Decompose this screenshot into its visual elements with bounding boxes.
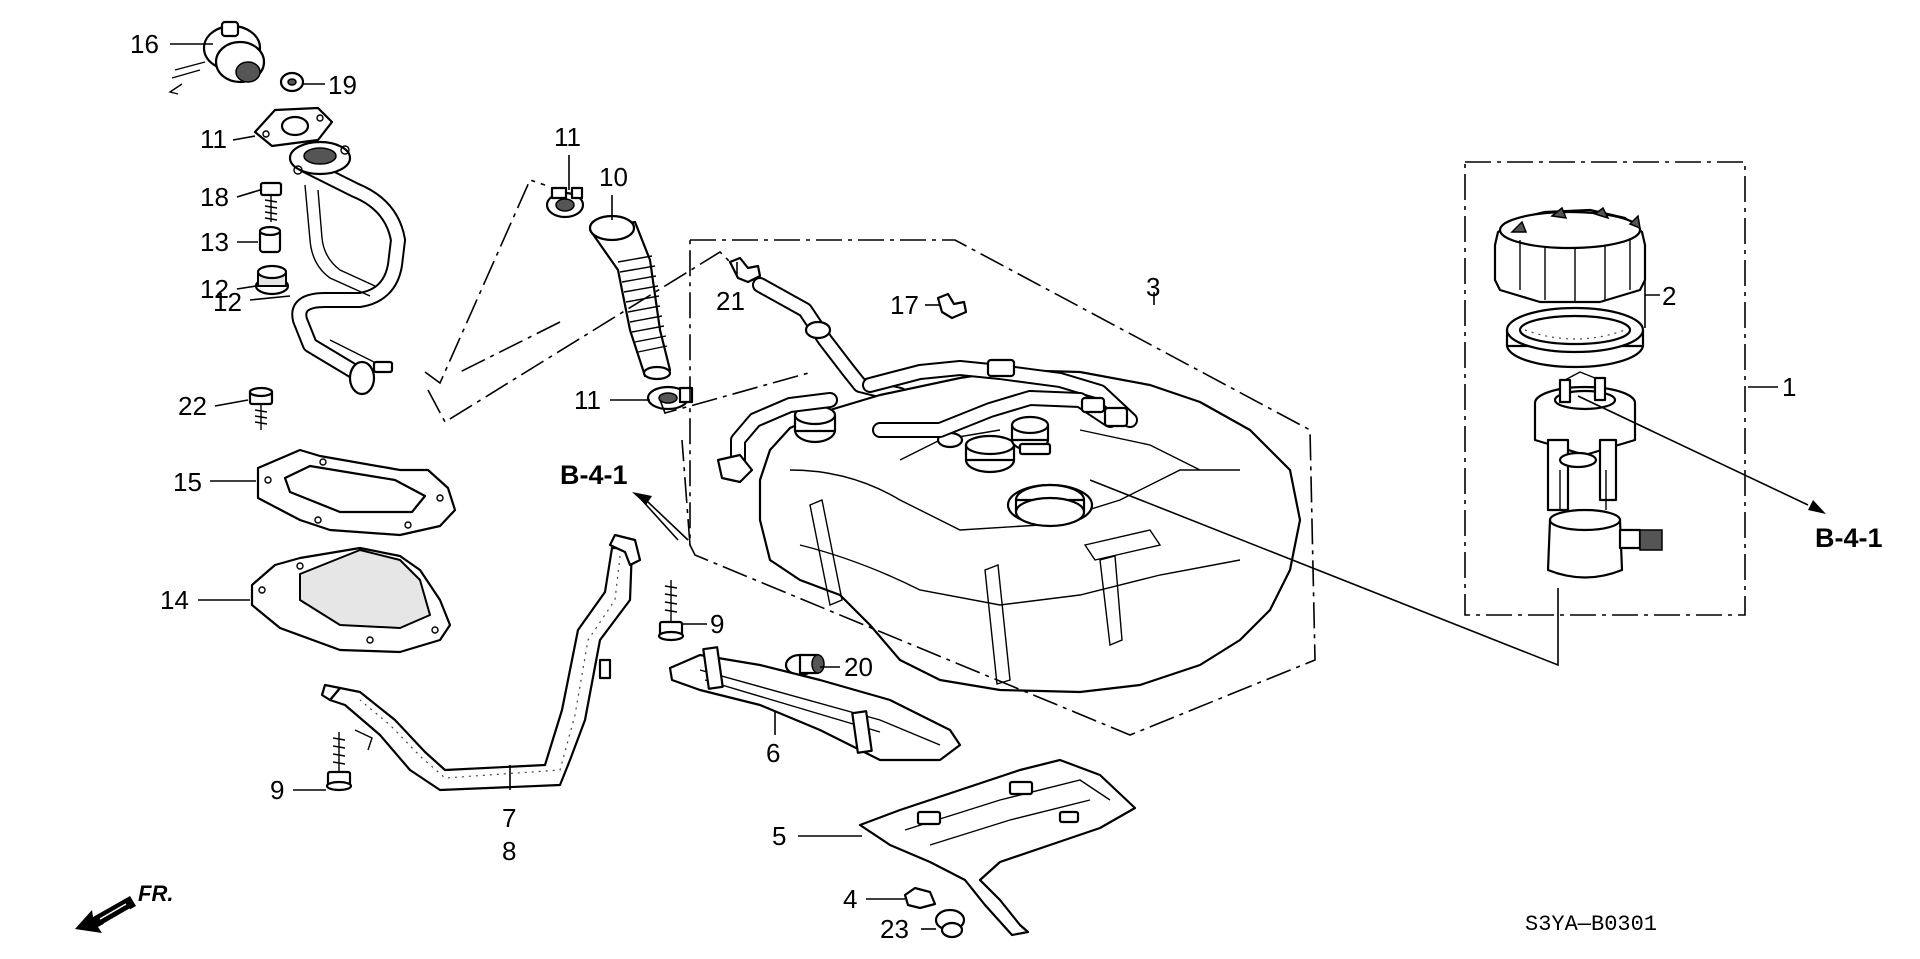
callout-17: 15 — [173, 467, 202, 497]
drawing-code: S3YA—B0301 — [1525, 912, 1657, 937]
part-22-drain-plug — [784, 653, 825, 677]
part-25-nut — [934, 908, 966, 939]
callout-24: 22 — [178, 391, 207, 421]
ref-arrow-left — [632, 492, 689, 541]
tank-assembly-frame — [681, 239, 1316, 736]
part-14-grommet — [254, 264, 290, 296]
ref-arrow-right — [1808, 500, 1826, 514]
callout-18: 16 — [130, 29, 159, 59]
part-16-cover — [250, 546, 452, 654]
callout-8: 8 — [502, 836, 516, 866]
part-2-lock-ring — [1493, 206, 1647, 304]
part-13-gasket — [253, 106, 334, 148]
callout-5: 5 — [772, 821, 786, 851]
part-1-fuel-pump — [1533, 371, 1663, 579]
callout-25: 23 — [880, 914, 909, 944]
callout-10: 10 — [599, 162, 628, 192]
callout-14: 12 — [200, 274, 229, 304]
part-20-bolt — [259, 181, 283, 222]
callout-12: 12 — [213, 287, 242, 317]
callout-16: 14 — [160, 585, 189, 615]
callout-3: 3 — [1146, 272, 1160, 302]
part-18-fuel-filler-cap — [168, 20, 266, 95]
part-19-clip — [936, 292, 968, 320]
leader-lines — [170, 43, 1809, 930]
callout-9-upper: 9 — [710, 609, 724, 639]
front-marker-label: FR. — [138, 881, 173, 906]
front-direction-arrow: FR. — [75, 881, 173, 933]
fill-hose-frame — [424, 179, 813, 424]
reference-b-4-1-left: B-4-1 — [560, 460, 628, 490]
part-9-bolt-lower — [325, 732, 353, 792]
callout-23: 21 — [716, 286, 745, 316]
callout-2: 2 — [1662, 281, 1676, 311]
part-11-clamp-upper — [545, 186, 585, 219]
callout-4: 4 — [843, 884, 857, 914]
part-2-gasket — [1505, 306, 1645, 369]
callout-11-lower: 11 — [574, 385, 601, 415]
callout-1: 1 — [1782, 372, 1796, 402]
callout-19: 17 — [890, 290, 919, 320]
part-6-tank-bracket — [668, 646, 962, 762]
part-11-clamp-lower — [646, 385, 694, 411]
part-5-heat-shield — [858, 758, 1137, 937]
callout-13: 11 — [200, 124, 227, 154]
callout-labels: 16 19 11 18 13 12 12 22 15 14 11 10 11 2… — [130, 29, 1883, 944]
callout-21: 19 — [328, 70, 357, 100]
part-7-8-tank-strap — [320, 533, 642, 792]
callout-9-lower: 9 — [270, 775, 284, 805]
part-24-bolt — [248, 386, 274, 430]
part-4-clip — [903, 886, 937, 910]
callout-20: 18 — [200, 182, 229, 212]
callout-6: 6 — [766, 738, 780, 768]
reference-b-4-1-right: B-4-1 — [1815, 523, 1883, 553]
callout-7: 7 — [502, 803, 516, 833]
callout-11-upper: 11 — [554, 122, 581, 152]
part-9-bolt-upper — [657, 580, 685, 642]
pump-assembly-frame — [1464, 161, 1746, 616]
callout-15: 13 — [200, 227, 229, 257]
callout-22: 20 — [844, 652, 873, 682]
part-21-nut — [279, 71, 305, 93]
part-10-filler-hose — [588, 214, 672, 381]
part-17-gasket — [256, 448, 457, 537]
part-15-collar — [258, 225, 282, 254]
part-3-fuel-tank — [716, 277, 1302, 694]
part-12-filler-pipe — [288, 140, 406, 396]
